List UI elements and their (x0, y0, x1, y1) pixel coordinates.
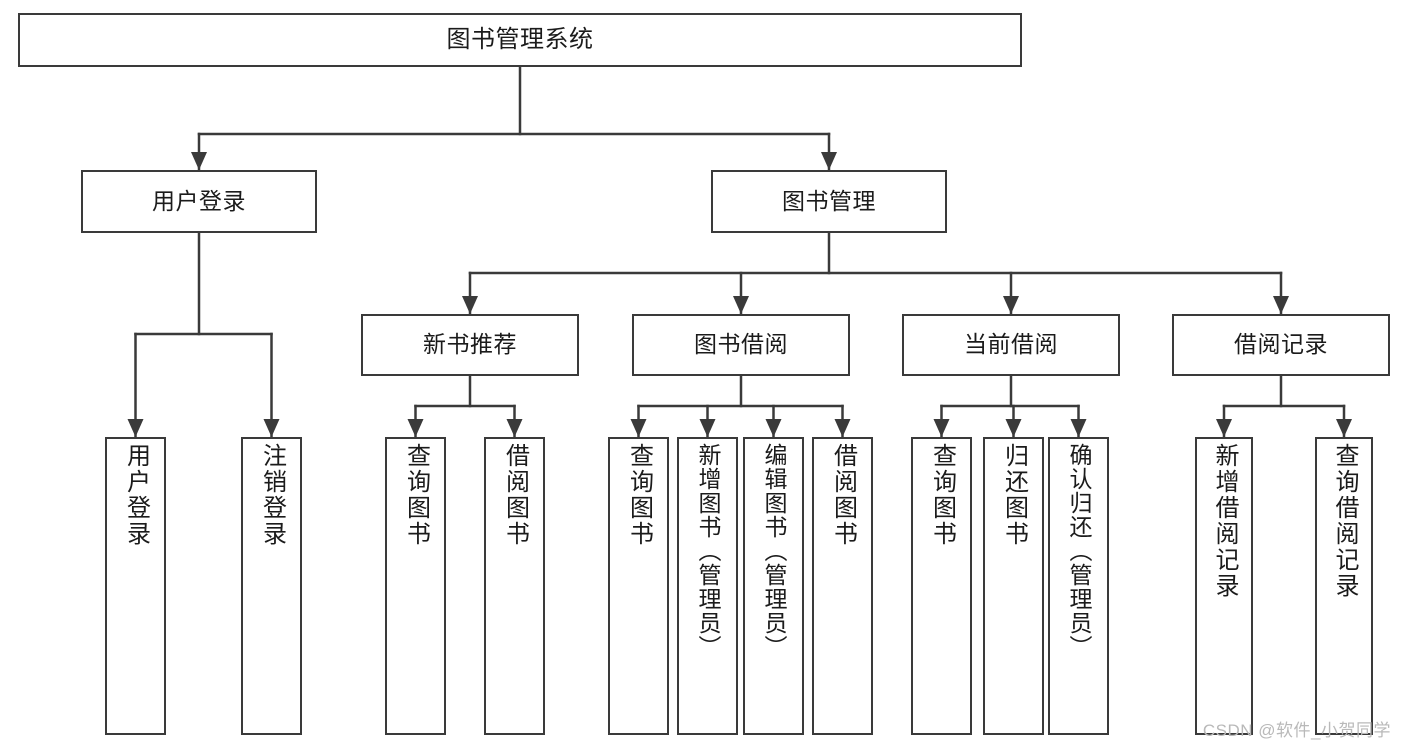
node-new-book-rec[interactable]: 新书推荐 (361, 314, 579, 376)
node-label: 图书借阅 (694, 331, 788, 358)
node-label: 归还图书 (1000, 443, 1028, 547)
edge-arrowhead (630, 419, 647, 437)
node-label: 查询图书 (402, 443, 430, 547)
node-leaf-logout[interactable]: 注销登录 (241, 437, 302, 735)
node-label: 确认归还（管理员） (1066, 443, 1092, 659)
node-leaf-query-book-1[interactable]: 查询图书 (385, 437, 446, 735)
node-leaf-query-book-3[interactable]: 查询图书 (911, 437, 972, 735)
node-leaf-query-book-2[interactable]: 查询图书 (608, 437, 669, 735)
node-root[interactable]: 图书管理系统 (18, 13, 1022, 67)
node-leaf-confirm-return[interactable]: 确认归还（管理员） (1048, 437, 1109, 735)
node-label: 借阅图书 (501, 443, 529, 547)
node-leaf-borrow-book-1[interactable]: 借阅图书 (484, 437, 545, 735)
edge-arrowhead (462, 296, 478, 314)
node-label: 新增图书（管理员） (695, 443, 721, 659)
node-borrow-record[interactable]: 借阅记录 (1172, 314, 1390, 376)
node-label: 图书管理系统 (446, 25, 594, 53)
node-user-login[interactable]: 用户登录 (81, 170, 317, 233)
node-label: 当前借阅 (964, 331, 1058, 358)
edge-arrowhead (765, 419, 782, 437)
node-label: 查询图书 (625, 443, 653, 547)
node-leaf-edit-book[interactable]: 编辑图书（管理员） (743, 437, 804, 735)
node-label: 注销登录 (258, 443, 286, 547)
node-leaf-add-record[interactable]: 新增借阅记录 (1195, 437, 1253, 735)
node-label: 借阅记录 (1234, 331, 1328, 358)
node-label: 用户登录 (122, 443, 150, 547)
node-book-manage[interactable]: 图书管理 (711, 170, 947, 233)
edge-arrowhead (1003, 296, 1019, 314)
watermark-text: CSDN @软件_小贺同学 (1202, 721, 1391, 740)
edge-arrowhead (1005, 419, 1022, 437)
edge-arrowhead (733, 296, 749, 314)
edge-arrowhead (263, 419, 280, 437)
node-leaf-user-login[interactable]: 用户登录 (105, 437, 166, 735)
edge-arrowhead (1070, 419, 1087, 437)
node-label: 新增借阅记录 (1211, 443, 1238, 599)
node-label: 用户登录 (152, 187, 246, 214)
edge-arrowhead (127, 419, 144, 437)
edge-arrowhead (407, 419, 424, 437)
node-current-borrow[interactable]: 当前借阅 (902, 314, 1120, 376)
edge-arrowhead (1216, 419, 1232, 437)
node-label: 查询借阅记录 (1331, 443, 1358, 599)
edge-arrowhead (1273, 296, 1289, 314)
node-leaf-add-book[interactable]: 新增图书（管理员） (677, 437, 738, 735)
edge-arrowhead (821, 152, 837, 170)
edge-arrowhead (933, 419, 950, 437)
edge-arrowhead (191, 152, 207, 170)
edge-arrowhead (1336, 419, 1352, 437)
node-label: 查询图书 (928, 443, 956, 547)
edge-arrowhead (699, 419, 716, 437)
edge-arrowhead (834, 419, 851, 437)
node-leaf-borrow-book-2[interactable]: 借阅图书 (812, 437, 873, 735)
node-leaf-return-book[interactable]: 归还图书 (983, 437, 1044, 735)
node-label: 编辑图书（管理员） (761, 443, 787, 659)
edge-arrowhead (506, 419, 523, 437)
node-label: 新书推荐 (423, 331, 517, 358)
node-book-borrow[interactable]: 图书借阅 (632, 314, 850, 376)
node-leaf-query-record[interactable]: 查询借阅记录 (1315, 437, 1373, 735)
node-label: 借阅图书 (829, 443, 857, 547)
node-label: 图书管理 (782, 187, 876, 214)
